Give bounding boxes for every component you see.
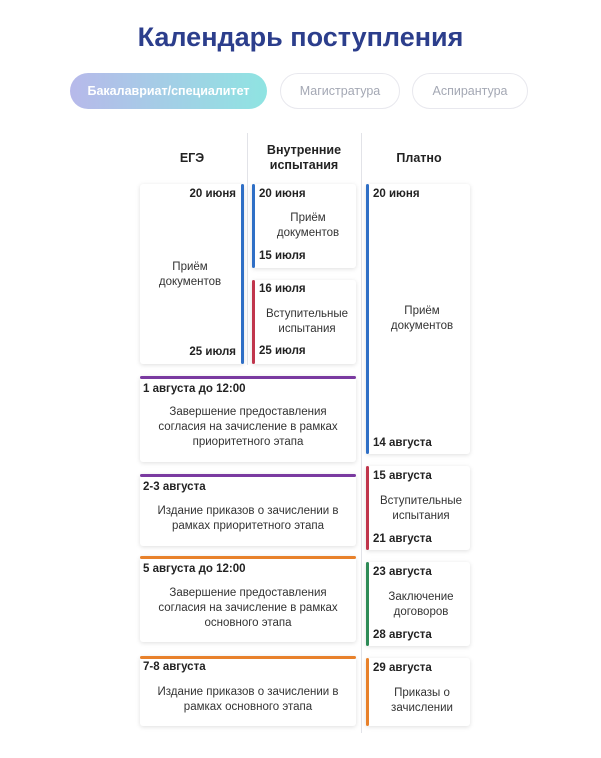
internal-exams-card: 16 июля Вступительные испытания 25 июля (252, 280, 356, 364)
consent-priority-card: 1 августа до 12:00 Завершение предоставл… (140, 376, 356, 462)
consent-main-card: 5 августа до 12:00 Завершение предоставл… (140, 556, 356, 642)
ege-docs-text: Приём документов (158, 261, 222, 288)
paid-exams-end-date: 21 августа (373, 533, 432, 545)
paid-contracts-text: Заключение договоров (388, 591, 454, 618)
ege-docs-start-date: 20 июня (189, 188, 236, 200)
internal-docs-end-date: 15 июля (259, 250, 306, 262)
internal-docs-text: Приём документов (276, 212, 340, 239)
orders-main-text: Издание приказов о зачислении в рамках о… (157, 686, 339, 713)
column-header-ege: ЕГЭ (179, 150, 205, 165)
paid-orders-card: 29 августа Приказы о зачислении (366, 658, 470, 726)
orders-main-card: 7-8 августа Издание приказов о зачислени… (140, 656, 356, 726)
paid-docs-text: Приём документов (390, 305, 454, 332)
page-title: Календарь поступления (137, 22, 464, 52)
internal-exams-end-date: 25 июля (259, 345, 306, 357)
orders-main-date: 7-8 августа (143, 661, 206, 673)
tab-bachelor[interactable]: Бакалавриат/специалитет (70, 73, 267, 109)
paid-exams-text: Вступительные испытания (379, 495, 463, 522)
paid-orders-start-date: 29 августа (373, 662, 432, 674)
orders-priority-card: 2-3 августа Издание приказов о зачислени… (140, 474, 356, 546)
consent-main-date: 5 августа до 12:00 (143, 563, 246, 575)
paid-exams-start-date: 15 августа (373, 470, 432, 482)
paid-contracts-start-date: 23 августа (373, 566, 432, 578)
internal-docs-card: 20 июня Приём документов 15 июля (252, 184, 356, 268)
consent-priority-text: Завершение предоставления согласия на за… (158, 406, 338, 448)
orders-priority-text: Издание приказов о зачислении в рамках п… (157, 505, 339, 532)
ege-docs-end-date: 25 июля (189, 346, 236, 358)
tab-postgraduate[interactable]: Аспирантура (412, 73, 528, 109)
internal-exams-start-date: 16 июля (259, 283, 306, 295)
column-divider (361, 133, 362, 733)
tab-master[interactable]: Магистратура (280, 73, 400, 109)
internal-docs-start-date: 20 июня (259, 188, 306, 200)
paid-contracts-end-date: 28 августа (373, 629, 432, 641)
ege-docs-card: 20 июня Приём документов 25 июля (140, 184, 244, 364)
paid-exams-card: 15 августа Вступительные испытания 21 ав… (366, 466, 470, 550)
column-divider (247, 133, 248, 365)
consent-priority-date: 1 августа до 12:00 (143, 383, 246, 395)
paid-docs-start-date: 20 июня (373, 188, 420, 200)
paid-docs-card: 20 июня Приём документов 14 августа (366, 184, 470, 454)
orders-priority-date: 2-3 августа (143, 481, 206, 493)
paid-orders-text: Приказы о зачислении (391, 687, 453, 714)
paid-docs-end-date: 14 августа (373, 437, 432, 449)
column-header-internal: Внутренние испытания (266, 143, 342, 172)
paid-contracts-card: 23 августа Заключение договоров 28 авгус… (366, 562, 470, 646)
consent-main-text: Завершение предоставления согласия на за… (158, 587, 338, 629)
column-header-paid: Платно (396, 150, 442, 165)
internal-exams-text: Вступительные испытания (265, 308, 349, 335)
